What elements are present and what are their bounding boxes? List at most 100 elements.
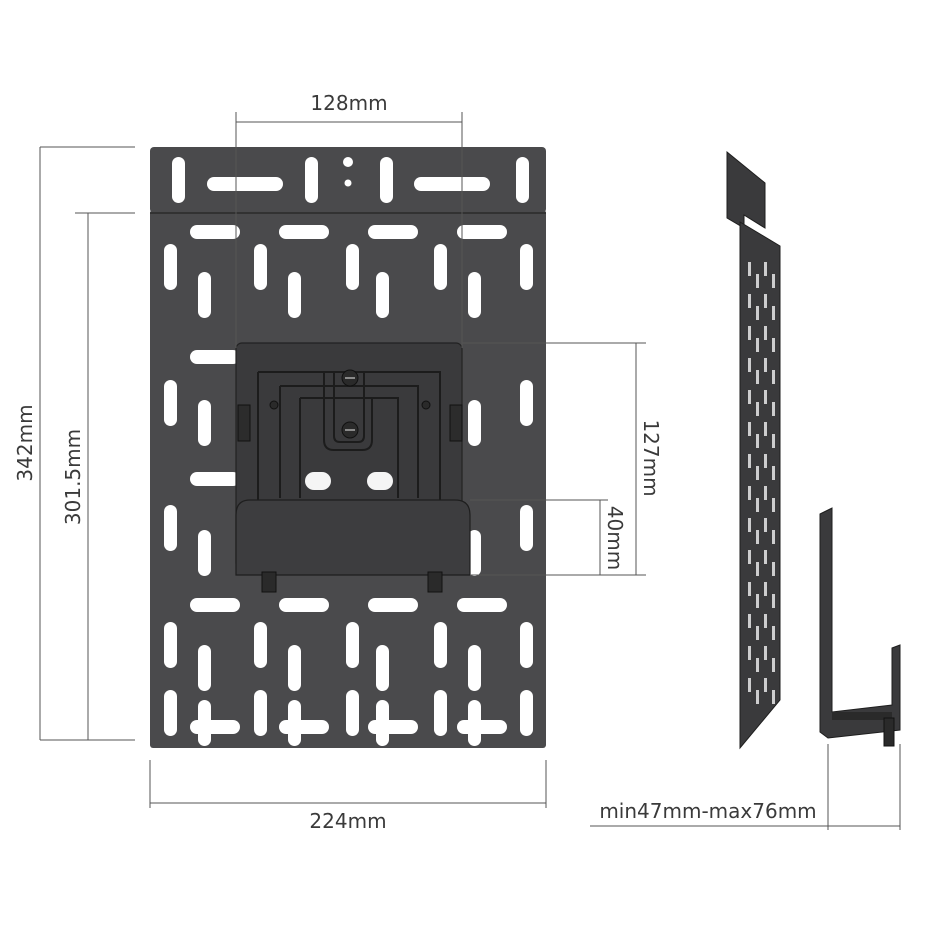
plate-slot [190, 472, 240, 486]
side-slot [748, 294, 751, 308]
plate-slot [368, 720, 418, 734]
bracket-mid-frame [279, 385, 419, 498]
plate-slot [434, 622, 447, 668]
side-slot [748, 262, 751, 276]
rivet-right-icon [421, 400, 431, 410]
dimension-labels: 128mm 342mm 301.5mm 224mm 127mm 40mm min… [13, 91, 817, 833]
plate-slot [164, 244, 177, 290]
plate-slot [434, 244, 447, 290]
side-slot [748, 550, 751, 564]
side-slot [748, 582, 751, 596]
plate-slot [254, 244, 267, 290]
top-hole-lower [344, 179, 352, 187]
plate-slot [172, 157, 185, 203]
plate-slot [279, 720, 329, 734]
side-plate-holes [748, 262, 775, 704]
side-slot [764, 294, 767, 308]
side-slot [764, 518, 767, 532]
bracket-cutout-left [305, 472, 331, 490]
bracket-outer-frame [257, 371, 441, 500]
side-slot [756, 690, 759, 704]
label-bracket-height: 127mm [639, 419, 663, 496]
label-bottom-width: 224mm [309, 809, 386, 833]
bracket [235, 342, 471, 593]
plate-slot [254, 690, 267, 736]
clip-left [237, 404, 251, 442]
side-slot [772, 626, 775, 640]
bracket-inner-frame [299, 397, 399, 498]
plate-slot [279, 225, 329, 239]
side-slot [748, 614, 751, 628]
plate-slot [288, 272, 301, 318]
plate-slot [164, 380, 177, 426]
plate-slot [380, 157, 393, 203]
plate-slot [164, 622, 177, 668]
plate-slot [468, 400, 481, 446]
plate-slot [520, 244, 533, 290]
side-slot [748, 390, 751, 404]
side-slot [748, 518, 751, 532]
side-bracket-profile [819, 507, 901, 739]
side-bracket-foot [883, 717, 895, 747]
side-slot [748, 422, 751, 436]
side-slot [772, 498, 775, 512]
side-slot [748, 454, 751, 468]
plate-slot [520, 690, 533, 736]
plate-slot [346, 622, 359, 668]
foot-right [427, 571, 443, 593]
side-slot [772, 690, 775, 704]
plate-slot [457, 720, 507, 734]
side-slot [764, 390, 767, 404]
side-slot [764, 486, 767, 500]
plate-slot [198, 530, 211, 576]
plate-slot [376, 645, 389, 691]
side-slot [764, 358, 767, 372]
plate-slot [346, 690, 359, 736]
label-shelf-depth: 40mm [603, 506, 627, 570]
plate-slot [288, 700, 301, 746]
side-slot [772, 434, 775, 448]
side-slot [772, 530, 775, 544]
side-slot [764, 678, 767, 692]
side-slot [772, 370, 775, 384]
plate-slot [468, 272, 481, 318]
plate-slot [414, 177, 490, 191]
side-slot [756, 498, 759, 512]
side-slot [756, 530, 759, 544]
side-slot [748, 358, 751, 372]
bracket-slot-inner [333, 372, 365, 443]
plate-slot [190, 598, 240, 612]
foot-left [261, 571, 277, 593]
plate-slot [368, 225, 418, 239]
side-slot [756, 658, 759, 672]
side-slot [756, 594, 759, 608]
bracket-shelf [235, 499, 471, 576]
plate-slot [468, 700, 481, 746]
plate-slot [434, 690, 447, 736]
bracket-slot-outline [323, 372, 373, 451]
plate-slot [457, 225, 507, 239]
top-hole-upper [343, 157, 353, 167]
side-view-bracket [819, 507, 901, 747]
side-slot [748, 486, 751, 500]
side-slot [764, 646, 767, 660]
side-slot [756, 274, 759, 288]
plate-slot [468, 530, 481, 576]
plate-slot [190, 225, 240, 239]
plate-slot [198, 700, 211, 746]
side-slot [764, 326, 767, 340]
side-slot [748, 326, 751, 340]
side-slot [764, 422, 767, 436]
clip-right [449, 404, 463, 442]
plate-slot [468, 645, 481, 691]
plate-slot [190, 350, 240, 364]
label-depth-range: min47mm-max76mm [599, 799, 816, 823]
side-slot [756, 338, 759, 352]
plate-slot [520, 380, 533, 426]
side-slot [748, 646, 751, 660]
side-slot [772, 594, 775, 608]
plate-slot [164, 690, 177, 736]
side-plate-top-tab [726, 150, 766, 229]
side-slot [772, 338, 775, 352]
